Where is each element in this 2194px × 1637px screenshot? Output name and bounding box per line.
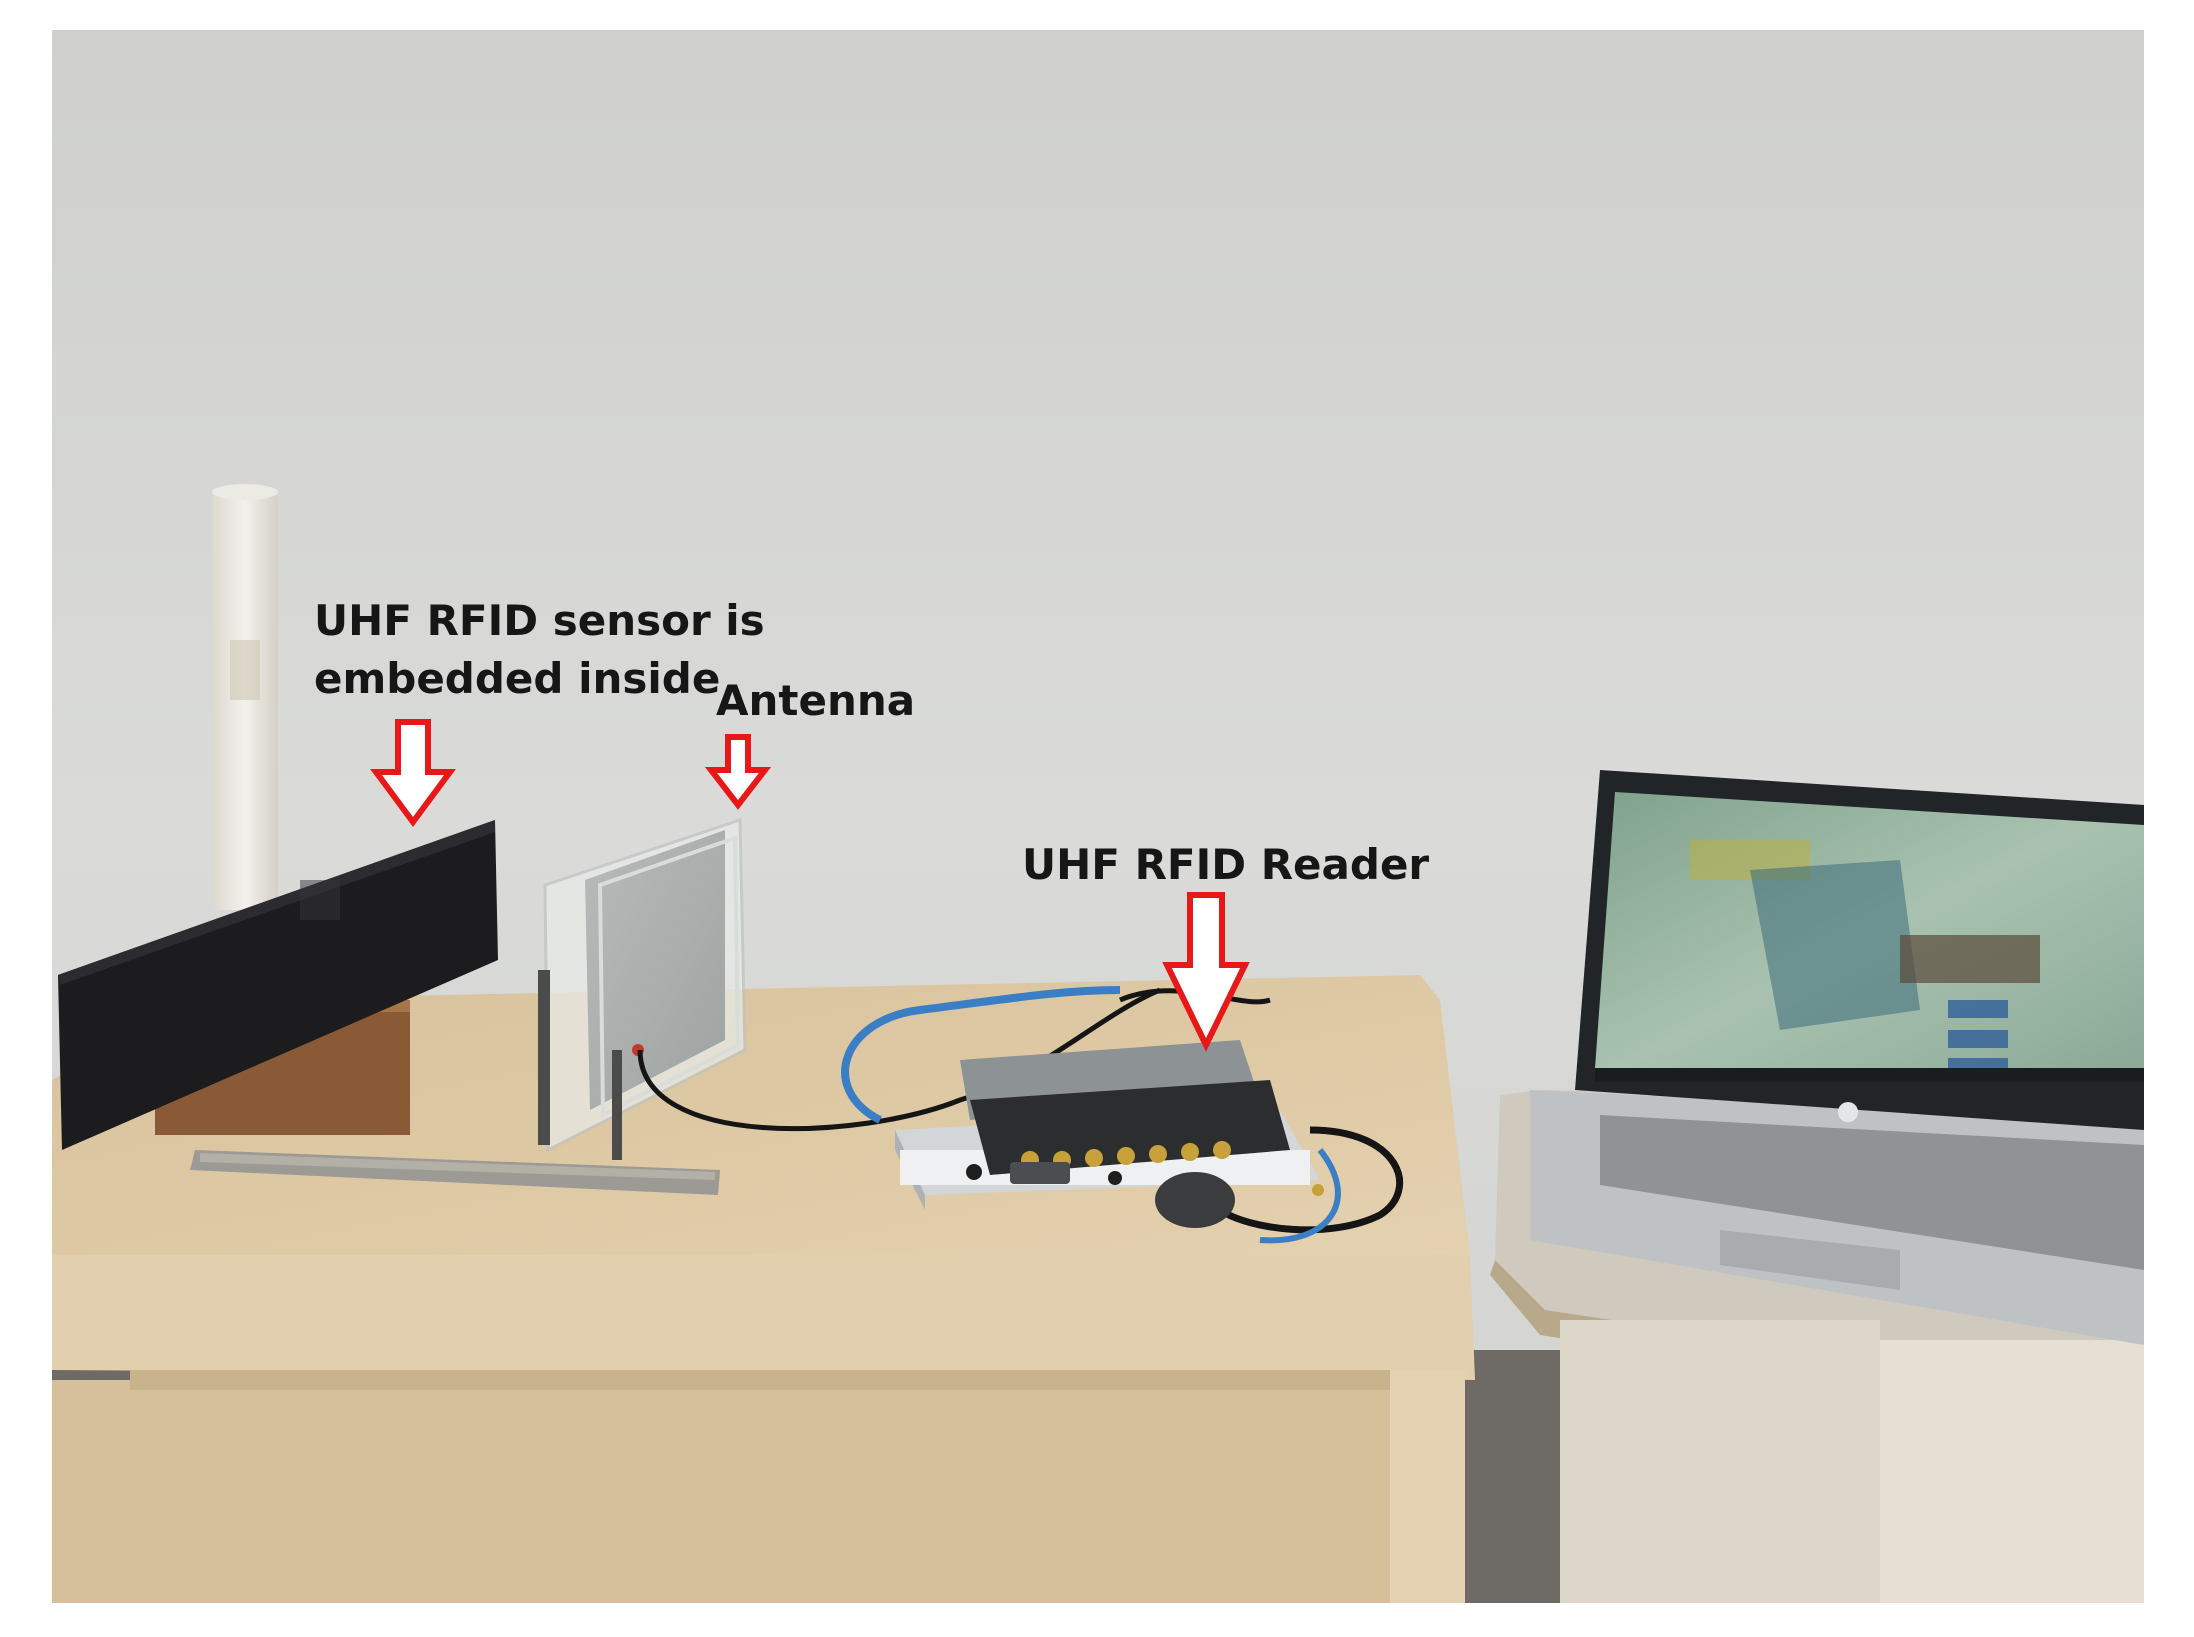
pvc-pipe bbox=[212, 484, 278, 910]
cables bbox=[637, 986, 1404, 1244]
sensor-label-line1: UHF RFID sensor is bbox=[314, 596, 765, 645]
arrow-sensor bbox=[370, 719, 456, 828]
rfid-reader bbox=[895, 1040, 1324, 1228]
reader-label: UHF RFID Reader bbox=[1022, 840, 1430, 889]
arrow-antenna bbox=[704, 734, 772, 810]
annotation-arrows bbox=[370, 719, 1250, 1052]
antenna-label: Antenna bbox=[716, 676, 916, 725]
sensor-label-line2: embedded inside bbox=[314, 654, 721, 703]
sensor-label: UHF RFID sensor is embedded inside bbox=[314, 592, 765, 708]
laptop bbox=[1530, 770, 2144, 1345]
sensor-slab bbox=[58, 820, 498, 1150]
antenna-stand bbox=[538, 817, 747, 1160]
arrow-reader bbox=[1162, 892, 1250, 1052]
hp-logo bbox=[1838, 1102, 1858, 1122]
